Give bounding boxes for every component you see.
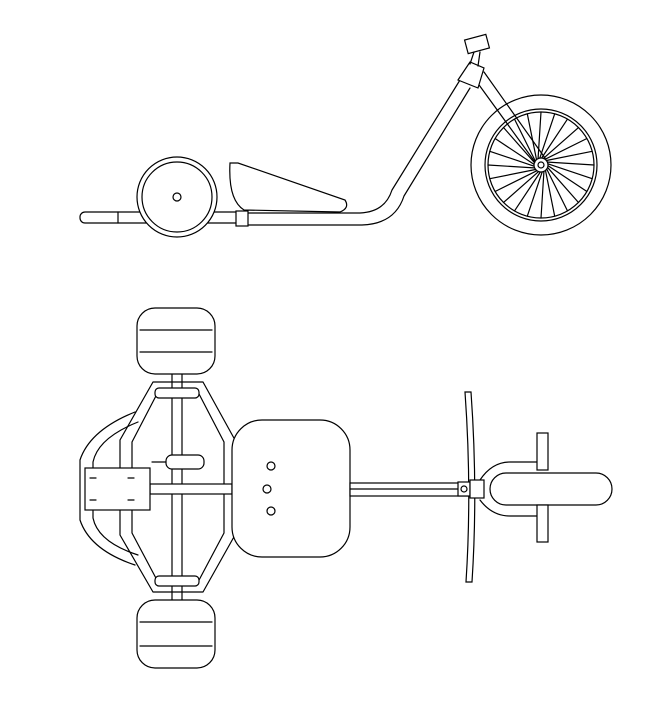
spoke	[540, 118, 569, 160]
seat-side	[229, 162, 348, 213]
spoke	[544, 168, 556, 217]
footpegs-top	[536, 432, 549, 543]
front-wheel-top	[489, 472, 613, 506]
spoke	[538, 113, 556, 160]
foot-plate	[84, 467, 151, 511]
spoke	[545, 161, 595, 166]
spoke	[541, 126, 580, 160]
spoke	[489, 150, 536, 168]
spoke	[487, 164, 537, 169]
spoke	[502, 170, 541, 204]
spoke	[545, 167, 569, 212]
spoke	[544, 150, 593, 162]
rear-wheel-top-upper	[136, 307, 216, 375]
top-view	[79, 307, 613, 669]
frame-top	[79, 371, 236, 601]
seat-top	[231, 419, 351, 558]
spoke	[526, 170, 544, 217]
side-view	[79, 33, 612, 238]
spoke	[546, 162, 593, 180]
handlebar-side	[463, 33, 491, 67]
front-fork-top	[457, 461, 541, 517]
spoke	[513, 170, 542, 212]
spoke	[494, 137, 536, 166]
fork-side	[457, 61, 546, 163]
main-tube-top	[349, 482, 471, 497]
spoke	[543, 137, 588, 161]
spoke	[546, 165, 580, 204]
spoke	[540, 169, 545, 219]
rear-wheel-side	[136, 156, 218, 238]
front-wheel-side	[470, 94, 612, 236]
rear-wheel-top-lower	[136, 599, 216, 669]
spoke	[494, 169, 539, 193]
spoke	[526, 113, 538, 162]
spoke	[537, 111, 542, 161]
frame-side	[235, 79, 471, 227]
spoke	[546, 164, 588, 193]
spoke	[489, 168, 538, 180]
spoke	[502, 126, 536, 165]
spoke	[513, 118, 537, 163]
